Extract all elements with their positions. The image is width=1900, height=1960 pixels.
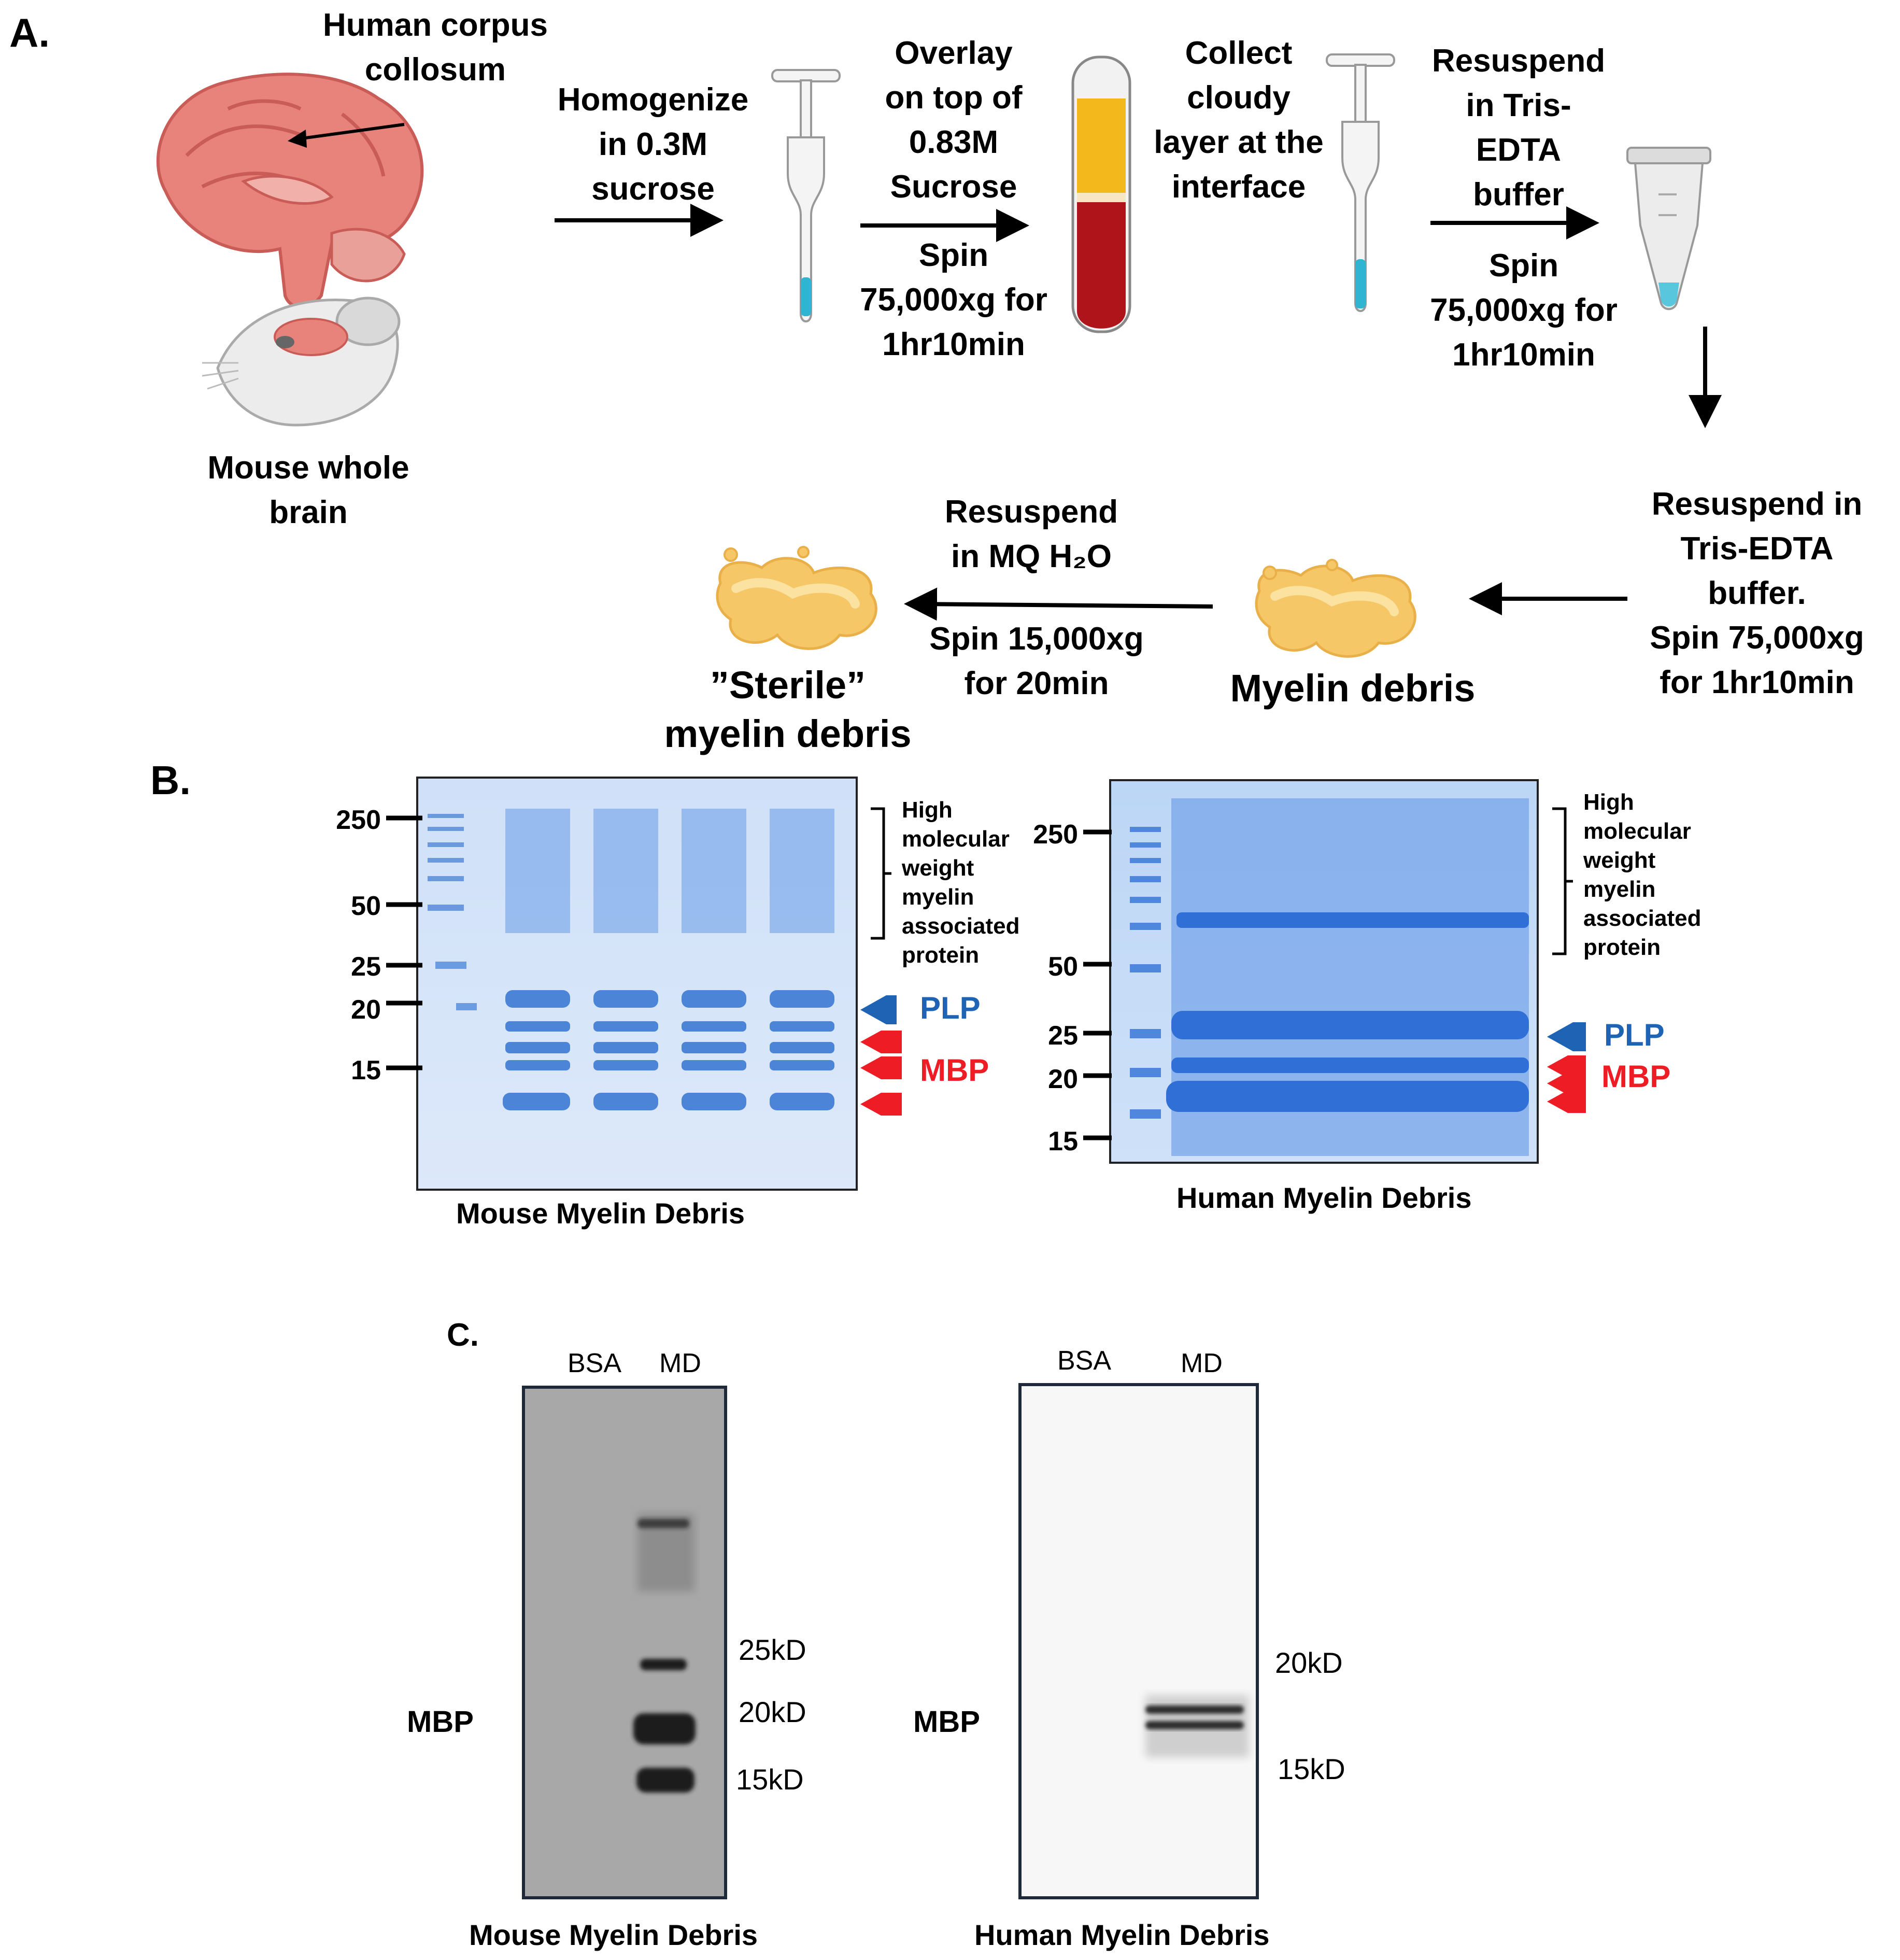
step5-line-1: Resuspend in	[1651, 486, 1863, 522]
panel-c-label: C.	[447, 1317, 479, 1353]
human-marker-20: 20	[1048, 1064, 1078, 1094]
step6-bottom-1: Spin 15,000xg	[929, 621, 1144, 657]
step3-line-1: Collect	[1185, 35, 1293, 71]
step-spin-3: Spin 15,000xg for 20min	[912, 617, 1161, 706]
step-resuspend-2: Resuspend in Tris-EDTA buffer. Spin 75,0…	[1627, 482, 1887, 705]
mouse-gel-caption: Mouse Myelin Debris	[456, 1197, 745, 1230]
step-homogenize: Homogenize in 0.3M sucrose	[523, 78, 783, 211]
mouse-marker-50: 50	[351, 891, 381, 921]
human-bracket-2: molecular	[1583, 819, 1691, 844]
human-bracket-6: protein	[1583, 935, 1661, 960]
step3-line-3: layer at the	[1154, 124, 1324, 160]
human-plp-label: PLP	[1604, 1018, 1665, 1052]
step6-top-2: in MQ H₂O	[951, 539, 1112, 574]
human-marker-250: 250	[1033, 820, 1078, 850]
step2-bottom-1: Spin	[918, 237, 989, 273]
step2-top-3: 0.83M	[909, 124, 999, 160]
step2-bottom-3: 1hr10min	[882, 327, 1025, 362]
mouse-bracket-1: High	[902, 797, 953, 823]
plp-arrow-human	[1547, 1022, 1586, 1051]
step4-top-2: in Tris-	[1466, 88, 1571, 123]
mouse-marker-15: 15	[351, 1055, 381, 1085]
step2-top-4: Sucrose	[890, 169, 1017, 205]
step-overlay: Overlay on top of 0.83M Sucrose	[845, 31, 1062, 209]
mouse-bracket-5: associated	[902, 913, 1020, 939]
step4-bottom-1: Spin	[1488, 248, 1559, 284]
human-label-line-1: Human corpus	[322, 7, 548, 43]
plp-arrow-mouse	[860, 995, 897, 1024]
human-lane-bsa: BSA	[1057, 1346, 1112, 1376]
mouse-blot-row-label: MBP	[407, 1705, 474, 1739]
sterile-line-1: ”Sterile”	[710, 664, 866, 707]
mouse-bracket-2: molecular	[902, 826, 1010, 852]
human-bracket-text: High molecular weight myelin associated …	[1583, 788, 1723, 962]
human-label: Human corpus collosum	[290, 3, 580, 92]
human-lane-md: MD	[1181, 1348, 1223, 1378]
arrow-left-2	[904, 587, 1213, 621]
step2-top-2: on top of	[885, 80, 1023, 116]
mouse-label-line-2: brain	[269, 495, 348, 530]
human-label-line-2: collosum	[364, 52, 506, 88]
step5-line-2: Tris-EDTA	[1680, 531, 1834, 567]
step4-top-3: EDTA	[1476, 132, 1562, 168]
step5-line-5: for 1hr10min	[1660, 665, 1854, 700]
human-bracket-1: High	[1583, 789, 1634, 815]
step1-line-2: in 0.3M	[598, 126, 708, 162]
human-kd-20: 20kD	[1275, 1646, 1343, 1679]
step-resuspend-1: Resuspend in Tris- EDTA buffer	[1399, 39, 1638, 217]
step4-bottom-2: 75,000xg for	[1430, 292, 1618, 328]
sterile-line-2: myelin debris	[664, 712, 912, 755]
step1-line-3: sucrose	[591, 171, 715, 207]
mouse-bracket-text: High molecular weight myelin associated …	[902, 796, 1042, 970]
mouse-marker-250: 250	[336, 805, 381, 835]
mouse-plp-label: PLP	[920, 991, 981, 1025]
mouse-mbp-label: MBP	[920, 1053, 989, 1088]
myelin-debris-label: Myelin debris	[1230, 667, 1476, 710]
mouse-bracket-4: myelin	[902, 884, 974, 910]
step6-top-1: Resuspend	[944, 494, 1118, 530]
mouse-marker-25: 25	[351, 952, 381, 982]
step4-top-1: Resuspend	[1431, 43, 1606, 79]
step2-top-1: Overlay	[895, 35, 1013, 71]
mouse-bracket-3: weight	[902, 855, 974, 881]
mouse-marker-20: 20	[351, 995, 381, 1025]
step1-line-1: Homogenize	[557, 82, 749, 118]
human-kd-15: 15kD	[1278, 1753, 1345, 1785]
step4-bottom-3: 1hr10min	[1452, 337, 1595, 373]
mouse-label-line-1: Mouse whole	[207, 450, 409, 486]
human-mbp-label: MBP	[1601, 1059, 1671, 1094]
step3-line-2: cloudy	[1187, 80, 1291, 116]
human-bracket-3: weight	[1583, 848, 1656, 873]
mouse-lane-bsa: BSA	[568, 1348, 622, 1378]
sterile-debris-label: ”Sterile” myelin debris	[643, 661, 933, 758]
human-bracket-4: myelin	[1583, 877, 1656, 902]
panel-b-label: B.	[150, 757, 191, 803]
mouse-bracket-6: protein	[902, 942, 980, 968]
step-collect: Collect cloudy layer at the interface	[1130, 31, 1348, 209]
human-marker-50: 50	[1048, 952, 1078, 982]
step2-bottom-2: 75,000xg for	[860, 282, 1047, 318]
human-marker-25: 25	[1048, 1021, 1078, 1051]
step-spin-2: Spin 75,000xg for 1hr10min	[1399, 244, 1648, 377]
mouse-label: Mouse whole brain	[161, 446, 456, 535]
human-bracket-5: associated	[1583, 906, 1702, 931]
mouse-lane-md: MD	[659, 1348, 701, 1378]
human-blot-caption: Human Myelin Debris	[974, 1919, 1270, 1951]
human-marker-15: 15	[1048, 1126, 1078, 1157]
step5-line-3: buffer.	[1708, 575, 1806, 611]
mouse-blot-caption: Mouse Myelin Debris	[469, 1919, 758, 1951]
step6-bottom-2: for 20min	[964, 666, 1109, 701]
mouse-kd-20: 20kD	[739, 1696, 806, 1728]
human-blot-row-label: MBP	[913, 1705, 980, 1739]
step-spin-1: Spin 75,000xg for 1hr10min	[829, 233, 1078, 367]
human-gel-caption: Human Myelin Debris	[1176, 1181, 1472, 1214]
step3-line-4: interface	[1171, 169, 1306, 205]
mouse-kd-25: 25kD	[739, 1633, 806, 1666]
step4-top-4: buffer	[1473, 177, 1564, 213]
mouse-kd-15: 15kD	[736, 1763, 804, 1796]
step-resuspend-water: Resuspend in MQ H₂O	[923, 490, 1140, 579]
step5-line-4: Spin 75,000xg	[1650, 620, 1864, 656]
panel-a-label: A.	[9, 10, 50, 55]
